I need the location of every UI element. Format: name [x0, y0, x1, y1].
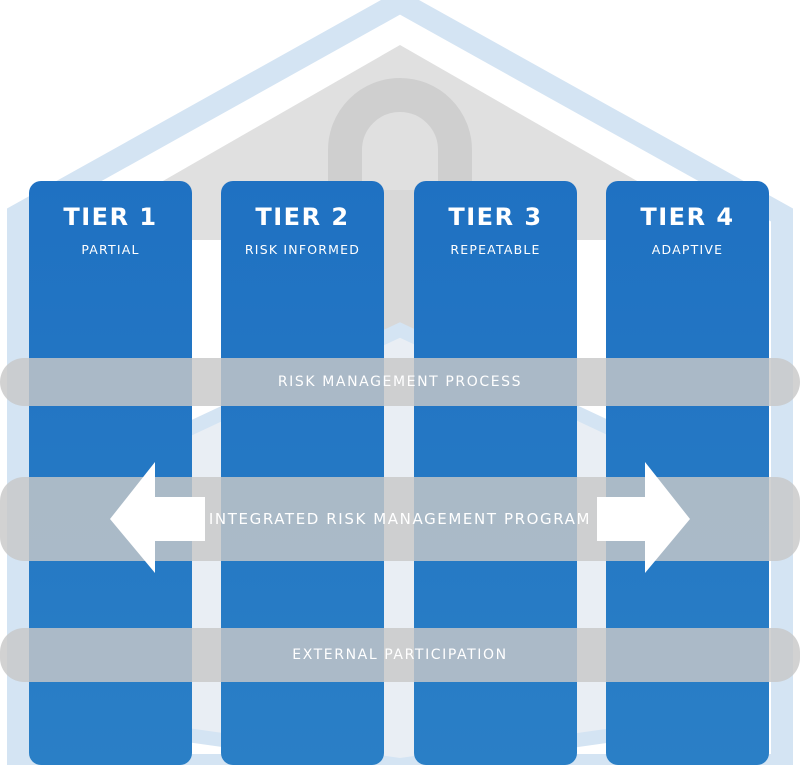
band-label: EXTERNAL PARTICIPATION — [292, 647, 508, 663]
tier-subtitle: PARTIAL — [81, 242, 140, 257]
left-arrow-icon — [110, 462, 205, 573]
tier-subtitle: REPEATABLE — [450, 242, 541, 257]
external-participation-band: EXTERNAL PARTICIPATION — [0, 628, 800, 682]
band-label: INTEGRATED RISK MANAGEMENT PROGRAM — [208, 510, 592, 528]
tier-title: TIER 4 — [640, 203, 735, 231]
tier-title: TIER 3 — [448, 203, 543, 231]
tier-title: TIER 1 — [63, 203, 158, 231]
right-arrow-icon — [597, 462, 690, 573]
tier-title: TIER 2 — [255, 203, 350, 231]
tier-subtitle: RISK INFORMED — [244, 242, 361, 257]
band-label: RISK MANAGEMENT PROCESS — [277, 374, 523, 390]
risk-management-process-band: RISK MANAGEMENT PROCESS — [0, 358, 800, 406]
tier-subtitle: ADAPTIVE — [651, 242, 724, 257]
